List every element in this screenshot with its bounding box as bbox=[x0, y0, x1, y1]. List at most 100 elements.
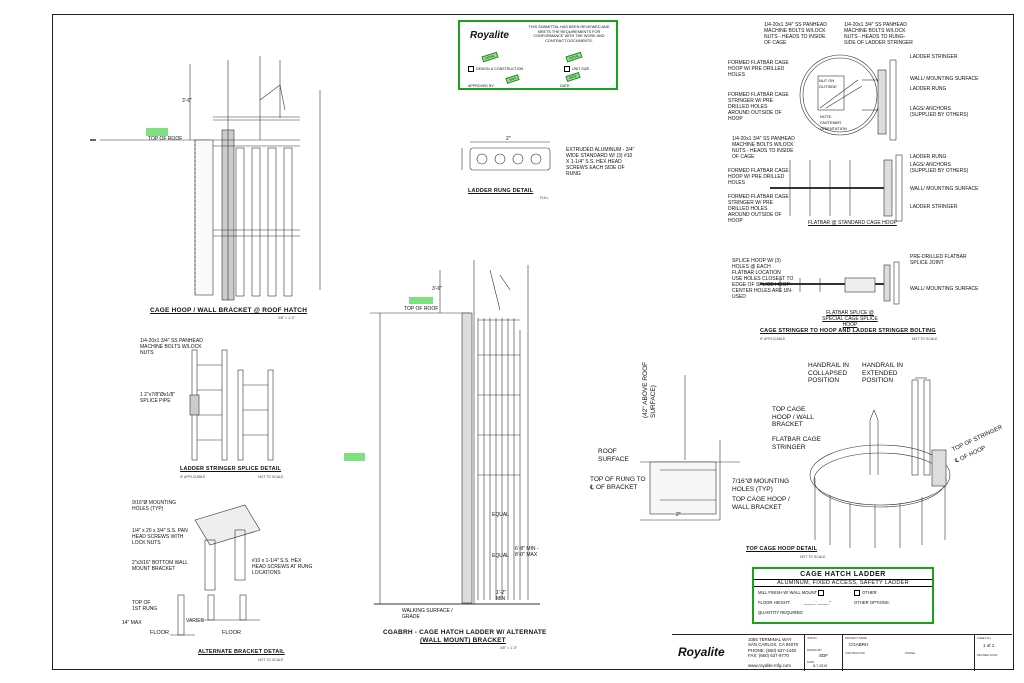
hoop-title: TOP CAGE HOOP DETAIL bbox=[746, 546, 818, 552]
label: EQUAL bbox=[492, 512, 509, 518]
center-title-2: (WALL MOUNT) BRACKET bbox=[420, 637, 506, 644]
label: LADDER RUNG bbox=[910, 86, 947, 92]
project-name-value: CGABRH bbox=[849, 642, 869, 647]
floor-height-field[interactable]: _____' _____" bbox=[804, 600, 831, 605]
date-value: 8-7-2019 bbox=[813, 664, 828, 668]
phone-label: PHONE bbox=[905, 651, 915, 655]
note: FORMED FLATBAR CAGE HOOP W/ PRE DRILLED … bbox=[728, 168, 789, 186]
stamp-text: THIS SUBMITTAL HAS BEEN REVIEWED AND MEE… bbox=[528, 25, 610, 43]
hoop-scale: NOT TO SCALE bbox=[800, 555, 826, 559]
label: WALKING SURFACE / GRADE bbox=[402, 608, 453, 620]
label: LAGS/ ANCHORS (SUPPLIED BY OTHERS) bbox=[910, 106, 969, 118]
label: LAGS/ ANCHORS (SUPPLIED BY OTHERS) bbox=[910, 162, 969, 174]
splice-scale-left: IF APPLICABLE bbox=[180, 475, 206, 479]
checkbox[interactable] bbox=[854, 590, 860, 596]
rung-dim: 2" bbox=[506, 136, 511, 142]
note: 1 2"x7/8"Øx1/8" SPLICE PIPE bbox=[140, 392, 176, 404]
checkbox[interactable] bbox=[468, 66, 474, 72]
product-info-box: CAGE HATCH LADDER ALUMINUM, FIXED ACCESS… bbox=[752, 567, 934, 624]
label: LADDER STRINGER bbox=[910, 204, 958, 210]
label: WALL/ MOUNTING SURFACE bbox=[910, 286, 979, 292]
approved-by-label: APPROVED BY: bbox=[468, 84, 495, 88]
label: TOP CAGE HOOP / WALL BRACKET bbox=[772, 406, 814, 428]
splice-scale-right: NOT TO SCALE bbox=[258, 475, 284, 479]
label: HANDRAIL IN COLLAPSED POSITION bbox=[808, 362, 849, 384]
rotated-label: (42" ABOVE ROOF SURFACE) bbox=[642, 361, 657, 418]
stamp-tag: DATE bbox=[565, 72, 581, 82]
bolting-scale-right: NOT TO SCALE bbox=[912, 337, 938, 341]
dim-label: 3'-6" bbox=[182, 98, 192, 104]
option-unit-size[interactable]: UNIT SIZE bbox=[564, 66, 589, 72]
date-label: DATE bbox=[807, 660, 815, 664]
highlight-box bbox=[146, 128, 168, 136]
note: FORMED FLATBAR CAGE HOOP W/ PRE DRILLED … bbox=[728, 60, 789, 78]
job-cell: JOB No. DRAWN BY SDF DATE 8-7-2019 bbox=[804, 635, 843, 671]
company-logo: Royalite bbox=[678, 645, 725, 659]
stamp-tag: INITIAL bbox=[565, 51, 583, 63]
option-design[interactable]: DESIGN & CONSTRUCTION bbox=[468, 66, 523, 72]
stamp-logo: Royalite bbox=[470, 30, 509, 41]
sheet-no-label: SHEET No. bbox=[977, 636, 992, 640]
note: 1/4-20x1 3/4" SS PANHEAD MACHINE BOLTS W… bbox=[764, 22, 827, 46]
label: 7/16"Ø MOUNTING HOLES (TYP) bbox=[732, 478, 790, 493]
stamp-tag: SIGN bbox=[505, 74, 520, 84]
highlight-box bbox=[409, 297, 433, 304]
product-title: CAGE HATCH LADDER bbox=[800, 571, 886, 578]
mill-finish-label: MILL FINISH W/ WALL MOUNT bbox=[758, 590, 818, 596]
highlight-box bbox=[344, 453, 365, 461]
label: LADDER RUNG bbox=[910, 154, 947, 160]
label: EQUAL bbox=[492, 553, 509, 559]
other-option[interactable]: OTHER bbox=[854, 590, 877, 596]
label: WALL/ MOUNTING SURFACE bbox=[910, 186, 979, 192]
label: VARIES bbox=[186, 618, 204, 624]
roof-hatch-scale: 3/8" = 1'-0" bbox=[278, 316, 296, 320]
rung-title: LADDER RUNG DETAIL bbox=[468, 188, 534, 194]
roof-hatch-title: CAGE HOOP / WALL BRACKET @ ROOF HATCH bbox=[150, 307, 308, 314]
splice-title: LADDER STRINGER SPLICE DETAIL bbox=[180, 466, 282, 472]
label: TOP CAGE HOOP / WALL BRACKET bbox=[732, 496, 790, 511]
note: SPLICE HOOP W/ (3) HOLES @ EACH FLATBAR … bbox=[732, 258, 781, 276]
sheet-cell: SHEET No. 1 of 1 REVISED DATE bbox=[974, 635, 1013, 671]
label: ROOF SURFACE bbox=[598, 448, 629, 463]
alt-bracket-drawing bbox=[170, 504, 261, 636]
project-name-label: PROJECT NAME bbox=[845, 636, 867, 640]
drawing-sheet bbox=[52, 14, 1014, 670]
label: FLATBAR CAGE STRINGER bbox=[772, 436, 822, 451]
sub-caption: FLATBAR @ STANDARD CAGE HOOP bbox=[808, 220, 897, 226]
bolting-scale-left: IF APPLICABLE bbox=[760, 337, 786, 341]
quantity-label: QUANTITY REQUIRED: bbox=[758, 610, 804, 615]
fastener-note: NOTE- FASTENER ORIENTATION bbox=[820, 114, 847, 131]
note: FORMED FLATBAR CAGE STRINGER W/ PRE DRIL… bbox=[728, 92, 789, 122]
dim-label: 3'-6" bbox=[432, 286, 442, 292]
alt-scale: NOT TO SCALE bbox=[258, 658, 284, 662]
option-design-label: DESIGN & CONSTRUCTION bbox=[476, 66, 524, 71]
floor-height-label: FLOOR HEIGHT: bbox=[758, 600, 791, 605]
note: 1/4-20x1 3/4" SS PANHEAD MACHINE BOLTS W… bbox=[140, 338, 203, 356]
revised-label: REVISED DATE bbox=[977, 653, 998, 657]
rung-profile bbox=[461, 141, 551, 171]
center-title-1: CGABRH - CAGE HATCH LADDER W/ ALTERNATE bbox=[383, 629, 547, 636]
label: FLOOR bbox=[222, 630, 241, 636]
note: TOP OF 1ST RUNG bbox=[132, 600, 158, 612]
other-label: OTHER bbox=[862, 590, 877, 596]
roof-hatch-drawing bbox=[90, 56, 321, 301]
label: LADDER STRINGER bbox=[910, 54, 958, 60]
hoop-section-drawing bbox=[640, 375, 740, 521]
mill-finish-option[interactable]: MILL FINISH W/ WALL MOUNT bbox=[758, 590, 826, 596]
other-options-label: OTHER OPTIONS: bbox=[854, 600, 890, 605]
project-cell: PROJECT NAME CGABRH CONTRACTOR PHONE bbox=[842, 635, 975, 671]
note: 9/16"Ø MOUNTING HOLES (TYP) bbox=[132, 500, 177, 512]
stamp-tag: INITIAL bbox=[481, 51, 499, 63]
drawn-by-value: SDF bbox=[819, 653, 828, 658]
note: 1/4-20x1 3/4" SS PANHEAD MACHINE BOLTS W… bbox=[844, 22, 913, 46]
checkbox[interactable] bbox=[564, 66, 570, 72]
alt-title: ALTERNATE BRACKET DETAIL bbox=[198, 649, 285, 655]
label: 1'-2" MIN bbox=[496, 590, 506, 602]
rung-scale: FULL bbox=[540, 196, 549, 200]
top-of-roof-label: TOP OF ROOF bbox=[404, 306, 439, 312]
hoop-3d-drawing bbox=[809, 377, 951, 548]
note: 1/4-20x1 3/4" SS PANHEAD MACHINE BOLTS W… bbox=[732, 136, 795, 160]
checkbox[interactable] bbox=[818, 590, 825, 596]
sheet-no-value: 1 of 1 bbox=[983, 643, 995, 648]
